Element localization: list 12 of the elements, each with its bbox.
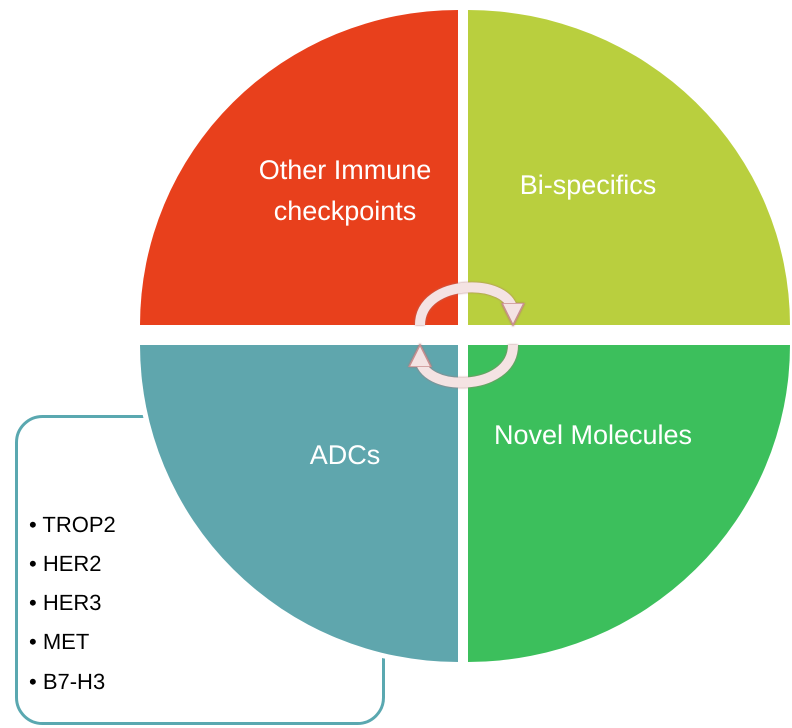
segment-label: Other Immune checkpoints — [258, 154, 432, 228]
bullet-item: • HER3 — [29, 589, 102, 618]
segment-label: Novel Molecules — [492, 419, 694, 452]
bullet-item: • HER2 — [29, 550, 102, 578]
segment-label: ADCs — [308, 439, 382, 472]
segment-label: Bi-specifics — [518, 169, 658, 202]
bullet-item: • B7-H3 — [29, 668, 106, 696]
curved-arrow — [410, 344, 518, 388]
bullet-item: • MET — [29, 628, 90, 656]
bullet-item: • TROP2 — [29, 511, 116, 539]
callout-box — [15, 415, 385, 725]
curved-arrow — [415, 282, 522, 326]
